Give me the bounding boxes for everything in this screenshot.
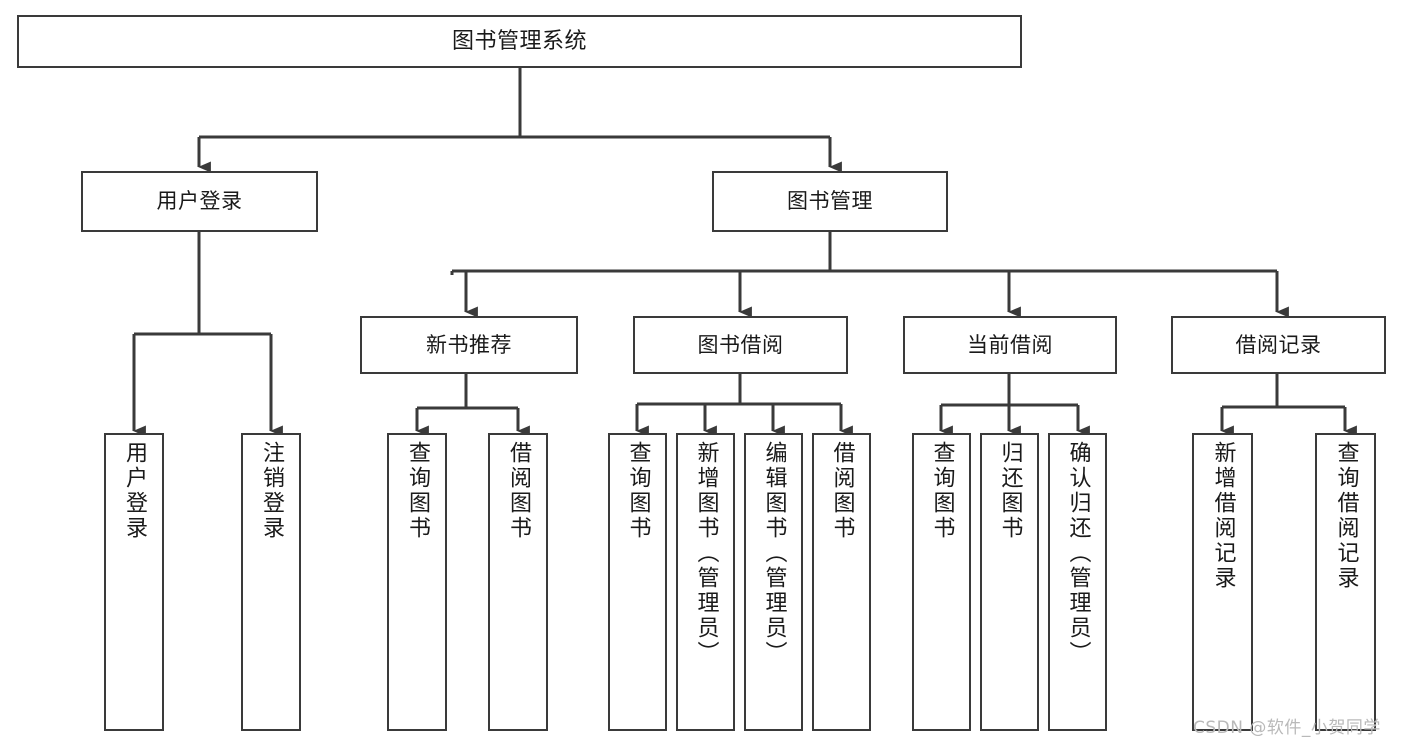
node-label: 借阅图书: [506, 441, 531, 541]
node-label: 确认归还（管理员）: [1065, 441, 1091, 666]
node-label: 用户登录: [156, 189, 243, 214]
leaf-query-book-current[interactable]: 查询图书: [912, 433, 971, 731]
node-label: 借阅记录: [1235, 332, 1322, 357]
node-label: 编辑图书（管理员）: [761, 441, 787, 666]
leaf-confirm-return-admin[interactable]: 确认归还（管理员）: [1048, 433, 1107, 731]
node-label: 查询图书: [929, 441, 955, 541]
node-label: 图书管理系统: [451, 28, 587, 54]
leaf-user-login[interactable]: 用户登录: [104, 433, 164, 731]
leaf-query-borrow-record[interactable]: 查询借阅记录: [1315, 433, 1376, 731]
node-new-book-recommend[interactable]: 新书推荐: [360, 316, 578, 374]
node-label: 新增图书（管理员）: [693, 441, 719, 666]
node-borrow-record[interactable]: 借阅记录: [1171, 316, 1386, 374]
node-root-book-management-system[interactable]: 图书管理系统: [17, 15, 1022, 68]
node-label: 新增借阅记录: [1210, 441, 1236, 591]
leaf-query-book-recommend[interactable]: 查询图书: [387, 433, 447, 731]
node-label: 新书推荐: [426, 332, 512, 357]
node-label: 图书借阅: [697, 332, 784, 357]
csdn-watermark: CSDN @软件_小贺同学: [1193, 718, 1381, 738]
node-label: 注销登录: [259, 441, 284, 541]
node-book-borrow[interactable]: 图书借阅: [633, 316, 848, 374]
node-label: 图书管理: [787, 189, 873, 214]
leaf-query-book-borrow[interactable]: 查询图书: [608, 433, 667, 731]
node-label: 查询图书: [405, 441, 430, 541]
leaf-borrow-book-recommend[interactable]: 借阅图书: [488, 433, 548, 731]
leaf-add-book-admin[interactable]: 新增图书（管理员）: [676, 433, 735, 731]
node-label: 借阅图书: [829, 441, 855, 541]
node-label: 查询借阅记录: [1333, 441, 1359, 591]
node-label: 归还图书: [997, 441, 1023, 541]
node-book-management[interactable]: 图书管理: [712, 171, 948, 232]
node-current-borrow[interactable]: 当前借阅: [903, 316, 1117, 374]
node-user-login[interactable]: 用户登录: [81, 171, 318, 232]
leaf-return-book[interactable]: 归还图书: [980, 433, 1039, 731]
leaf-add-borrow-record[interactable]: 新增借阅记录: [1192, 433, 1253, 731]
leaf-logout-login[interactable]: 注销登录: [241, 433, 301, 731]
leaf-borrow-book-borrow[interactable]: 借阅图书: [812, 433, 871, 731]
leaf-edit-book-admin[interactable]: 编辑图书（管理员）: [744, 433, 803, 731]
node-label: 当前借阅: [967, 332, 1053, 357]
node-label: 查询图书: [625, 441, 651, 541]
node-label: 用户登录: [122, 441, 147, 541]
